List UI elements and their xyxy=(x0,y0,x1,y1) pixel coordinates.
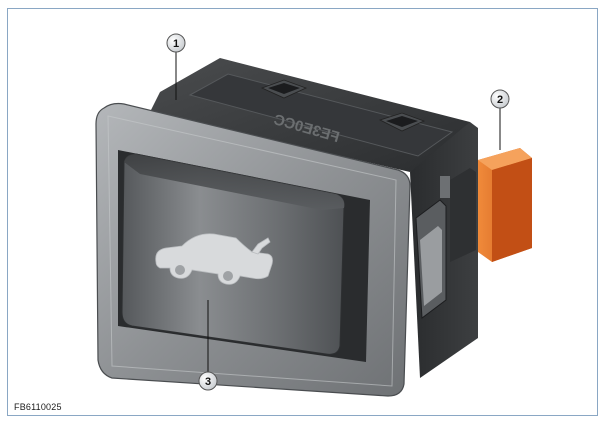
callout-2-label: 2 xyxy=(497,94,503,106)
switch-housing xyxy=(150,58,478,378)
figure-reference-code: FB6110025 xyxy=(14,402,62,412)
callout-1: 1 xyxy=(166,33,186,53)
trunk-release-icon xyxy=(155,233,273,285)
callout-3: 3 xyxy=(198,371,218,391)
callout-1-label: 1 xyxy=(173,38,179,50)
callout-2: 2 xyxy=(490,89,510,109)
orange-connector xyxy=(478,148,532,262)
callout-3-label: 3 xyxy=(205,376,211,388)
